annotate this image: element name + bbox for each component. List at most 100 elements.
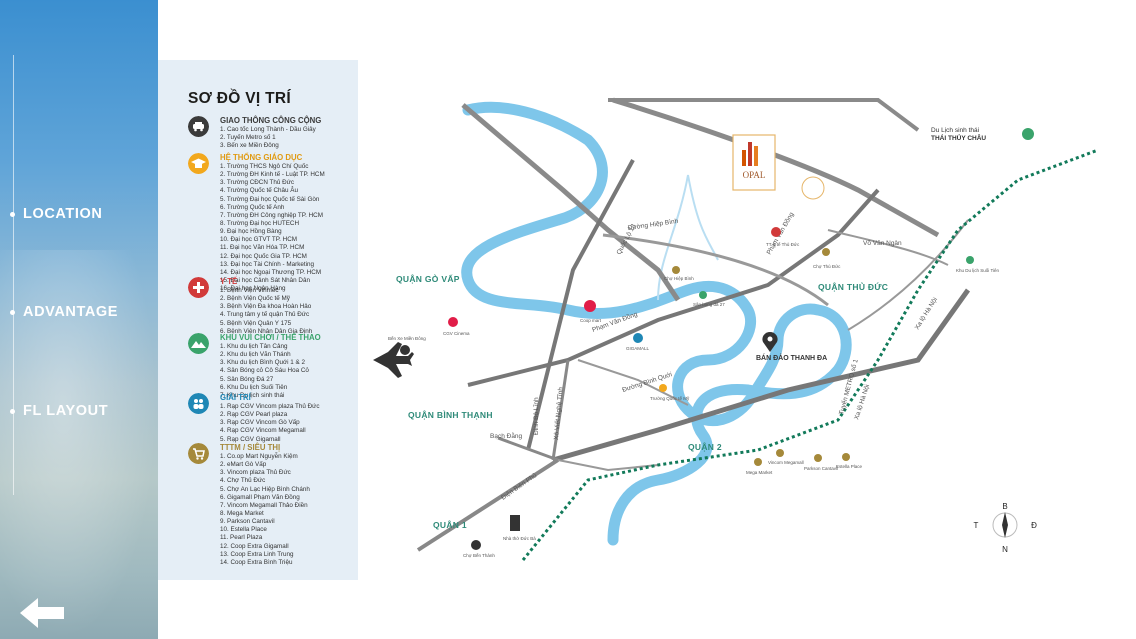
road-pham-van-dong [467,188,880,387]
district-label: QUẬN 1 [433,519,467,530]
legend-item: 14. Đại học Ngoại Thương TP. HCM [220,268,322,276]
road-label: Xô Viết Nghệ Tĩnh [551,386,565,440]
poi-label: Mega Market [746,470,773,475]
poi-marker[interactable]: Chợ Bến Thành [463,540,495,558]
legend-title: SƠ ĐỒ VỊ TRÍ [188,90,291,107]
sidebar: LOCATION ADVANTAGE FL LAYOUT [0,0,158,639]
poi-marker[interactable]: Vincom Megamall [768,449,804,465]
legend-item: 7. Khu Du lịch sinh thái [220,391,285,399]
nav-item-fl-layout[interactable]: FL LAYOUT [10,403,108,419]
poi-marker[interactable]: Coop mart [580,300,602,323]
nav-bullet-icon [10,408,15,414]
legend-panel: SƠ ĐỒ VỊ TRÍ GIAO THÔNG CÔNG CỘNG 1. Cao… [158,60,358,580]
poi-marker[interactable]: Khu Du lịch Suối Tiên [956,256,1000,273]
branch-river [657,174,719,301]
road-bach-dang [497,436,559,462]
peninsula-marker[interactable]: BÁN ĐẢO THANH ĐA [756,332,827,362]
legend-item: 11. Đại học Văn Hóa TP. HCM [220,244,305,252]
legend-item: 5. Bệnh Viện Quân Y 175 [220,319,292,327]
legend-item: 11. Pearl Plaza [220,534,263,542]
metro-line-1 [521,148,1099,561]
legend-item: 14. Coop Extra Bình Triệu [220,558,293,566]
legend-item: 1. Rạp CGV Vincom plaza Thủ Đức [220,403,320,410]
legend-item-list: 1. Khu du lịch Tân Cảng 2. Khu du lịch V… [220,343,309,400]
legend-item: 8. Trường Đại học HUTECH [220,219,300,227]
nav-item-location[interactable]: LOCATION [10,206,102,222]
road-label: Điện Biên Phủ [500,471,539,502]
poi-label: GIGAMALL [626,346,650,351]
back-arrow-icon[interactable] [18,596,66,630]
compass-east: Đ [1031,521,1037,530]
legend-category-title: HỆ THỐNG GIÁO DỤC [220,153,303,162]
road-binh-quoi [577,359,689,406]
poi-marker[interactable]: TT Y tế Thủ Đức [766,227,800,247]
legend-category-title: KHU VUI CHƠI / THỂ THAO [220,333,321,342]
road-vo-van-ngan [827,229,949,266]
compass-west: T [974,521,979,530]
legend-item: 5. Chợ An Lạc Hiệp Bình Chánh [220,485,310,493]
poi-marker[interactable]: Trường Quốc tế Mỹ [650,384,690,401]
nav-item-label: LOCATION [23,206,103,222]
legend-item: 1. Khu du lịch Tân Cảng [220,343,288,350]
legend-item: 3. Bệnh Viện Đa khoa Hoàn Hảo [220,303,312,311]
poi-label: Chợ Thủ Đức [813,263,841,269]
poi-label: Parkson Cantavil [804,466,838,471]
legend-item: 2. Khu du lịch Văn Thánh [220,351,291,359]
peninsula-label: BÁN ĐẢO THANH ĐA [756,353,827,362]
poi-label: Coop mart [580,318,602,323]
poi-marker[interactable]: Estella Place [836,453,863,469]
legend-item-list: 1. Bệnh Viện Vinmec 2. Bệnh Viện Quốc tế… [220,287,312,336]
car-icon [188,116,209,137]
legend-item: 5. Trường Đại học Quốc tế Sài Gòn [220,195,320,203]
poi-marker[interactable]: GIGAMALL [626,333,650,351]
poi-marker[interactable]: Bến Xe Miền Đông [388,336,426,355]
legend-category-title: GIẢI TRÍ [220,393,251,402]
legend-item: 4. Rạp CGV Vincom Megamall [220,427,306,435]
nav-item-label: ADVANTAGE [23,304,119,320]
legend-item: 3. Vincom plaza Thủ Đức [220,469,291,477]
road-hiep-binh [602,233,829,307]
medical-cross-icon [188,277,209,298]
legend-category-title: Y TẾ [220,277,238,286]
road-label: Xa lộ Hà Nội [853,384,871,421]
poi-marker[interactable]: Chợ Thủ Đức [813,248,841,269]
legend-item: 4. Trung tâm y tế quận Thủ Đức [220,311,310,319]
legend-item-list: 1. Trường THCS Ngô Chí Quốc 2. Trường ĐH… [220,163,325,293]
legend-item: 4. Trường Quốc tế Châu Âu [220,187,299,195]
road [461,103,681,302]
nav-item-advantage[interactable]: ADVANTAGE [10,304,118,320]
legend-item-list: 1. Cao tốc Long Thành - Dầu Giây 2. Tuyế… [220,126,316,150]
poi-marker[interactable]: Sân bóng đá 27 [693,291,725,307]
legend-item: 12. Đại học Quốc Gia TP. HCM [220,252,307,260]
legend-item: 8. Mega Market [220,509,264,517]
legend-item: 1. Bệnh Viện Vinmec [220,287,279,294]
legend-item: 15. Đại học Cảnh Sát Nhân Dân [220,276,310,284]
legend-item: 7. Trường ĐH Công nghiệp TP. HCM [220,211,323,219]
opal-project-marker[interactable]: OPAL [732,134,825,200]
road-xo-viet-nghe-tinh [551,359,570,461]
poi-label: Sân bóng đá 27 [693,302,725,307]
poi-marker[interactable]: Nhà thờ Đức Bà [503,515,536,541]
nav-bullet-icon [10,211,15,217]
nav-bullet-icon [10,309,15,315]
poi-marker[interactable]: CGV Cinema [443,317,470,336]
mountain-icon [188,333,209,354]
legend-item: 5. Sân Bóng Đá 27 [220,375,274,383]
legend-item: 7. Vincom Megamall Thảo Điền [220,501,308,509]
legend-item: 2. Rạp CGV Pearl plaza [220,411,288,419]
legend-item: 2. Tuyến Metro số 1 [220,134,276,142]
legend-item: 3. Bến xe Miền Đông [220,142,279,150]
compass-south: N [1002,545,1008,554]
sidebar-background [0,250,158,639]
poi-label: Trường Quốc tế Mỹ [650,396,690,401]
poi-label: TT Y tế Thủ Đức [766,241,800,247]
poi-marker[interactable]: Chợ Hiệp Bình [664,266,694,281]
poi-label: Vincom Megamall [768,460,804,465]
graduation-cap-icon [188,153,209,174]
location-map: QUẬN GÒ VẤP QUẬN BÌNH THẠNH QUẬN THỦ ĐỨC… [373,97,1099,561]
road-label: Võ Văn Ngân [863,240,902,247]
poi-marker[interactable]: Mega Market [746,458,773,475]
poi-marker[interactable]: Parkson Cantavil [804,454,838,471]
road [557,459,659,472]
district-label: QUẬN 2 [688,441,722,452]
